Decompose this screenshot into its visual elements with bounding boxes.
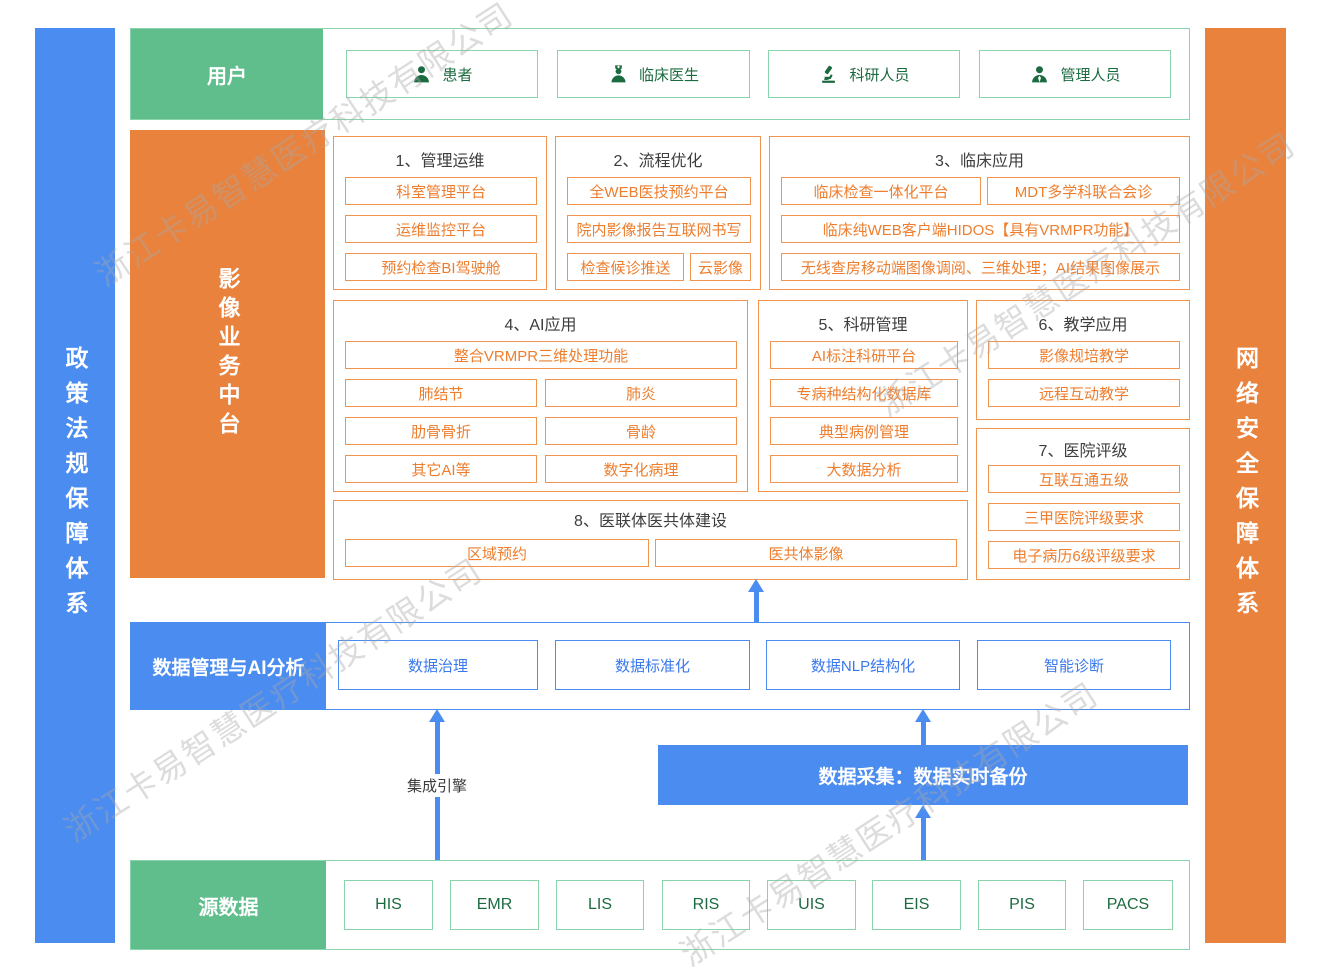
data-collection-bar: 数据采集：数据实时备份 [658, 745, 1188, 805]
policy-regulation-bar: 政策法规保障体系 [35, 28, 115, 943]
microscope-icon [818, 64, 839, 85]
platform-item: 云影像 [690, 253, 751, 281]
integration-engine-label: 集成引擎 [404, 774, 471, 797]
section-process-optimization: 2、流程优化 全WEB医技预约平台 院内影像报告互联网书写 检查候诊推送 云影像 [555, 136, 761, 290]
user-item-label: 管理人员 [1060, 66, 1121, 84]
source-data-section: 源数据 HIS EMR LIS RIS UIS EIS PIS PACS [130, 860, 1190, 950]
platform-item: 整合VRMPR三维处理功能 [345, 341, 737, 369]
platform-item: 运维监控平台 [345, 215, 537, 243]
network-security-label: 网络安全保障体系 [1232, 345, 1259, 626]
user-item-label: 临床医生 [638, 66, 699, 84]
data-management-section: 数据管理与AI分析 数据治理 数据标准化 数据NLP结构化 智能诊断 [130, 622, 1190, 710]
platform-item: 检查候诊推送 [567, 253, 684, 281]
user-item-clinician: 临床医生 [557, 50, 750, 98]
section-research-management: 5、科研管理 AI标注科研平台 专病种结构化数据库 典型病例管理 大数据分析 [758, 300, 968, 492]
platform-item: 临床检查一体化平台 [781, 177, 981, 205]
network-security-bar: 网络安全保障体系 [1205, 28, 1286, 943]
source-item-lis: LIS [556, 880, 644, 930]
platform-item: 其它AI等 [345, 455, 537, 483]
patient-icon [411, 64, 432, 85]
platform-item: 预约检查BI驾驶舱 [345, 253, 537, 281]
user-item-label: 科研人员 [849, 66, 910, 84]
platform-item: 无线查房移动端图像调阅、三维处理；AI结果图像展示 [781, 253, 1180, 281]
data-mgmt-item: 数据NLP结构化 [766, 640, 960, 690]
platform-item: 骨龄 [545, 417, 737, 445]
user-item-researcher: 科研人员 [768, 50, 960, 98]
platform-item: 互联互通五级 [988, 465, 1180, 493]
section-teaching-application: 6、教学应用 影像规培教学 远程互动教学 [976, 300, 1190, 420]
section-title: 6、教学应用 [1038, 317, 1128, 334]
source-item-pacs: PACS [1083, 880, 1173, 930]
platform-item: 专病种结构化数据库 [770, 379, 958, 407]
section-title: 5、科研管理 [818, 317, 908, 334]
platform-item: 临床纯WEB客户端HIDOS【具有VRMPR功能】 [781, 215, 1180, 243]
arrow-up-icon [915, 709, 931, 722]
source-item-pis: PIS [978, 880, 1066, 930]
users-label: 用户 [131, 29, 323, 119]
user-item-manager: 管理人员 [979, 50, 1171, 98]
platform-item: 科室管理平台 [345, 177, 537, 205]
platform-label-block: 影像业务中台 [130, 130, 325, 578]
source-item-uis: UIS [767, 880, 856, 930]
source-item-ris: RIS [662, 880, 750, 930]
section-title: 4、AI应用 [504, 317, 577, 334]
platform-item: 典型病例管理 [770, 417, 958, 445]
platform-item: 肋骨骨折 [345, 417, 537, 445]
data-mgmt-item: 智能诊断 [977, 640, 1171, 690]
doctor-icon [608, 64, 629, 85]
user-item-patient: 患者 [346, 50, 538, 98]
section-clinical-application: 3、临床应用 临床检查一体化平台 MDT多学科联合会诊 临床纯WEB客户端HID… [769, 136, 1190, 290]
user-item-label: 患者 [442, 66, 473, 84]
data-mgmt-item: 数据治理 [338, 640, 538, 690]
platform-item: 区域预约 [345, 539, 649, 567]
arrow-up-icon [748, 579, 764, 592]
arrow-up-icon [915, 805, 931, 818]
arrow-collection-to-datamgmt [915, 709, 931, 745]
platform-item: 数字化病理 [545, 455, 737, 483]
platform-item: 肺结节 [345, 379, 537, 407]
section-management-ops: 1、管理运维 科室管理平台 运维监控平台 预约检查BI驾驶舱 [333, 136, 547, 290]
platform-item: 大数据分析 [770, 455, 958, 483]
platform-label: 影像业务中台 [215, 267, 241, 441]
data-management-label: 数据管理与AI分析 [131, 623, 326, 709]
platform-item: 影像规培教学 [988, 341, 1180, 369]
platform-item: 全WEB医技预约平台 [567, 177, 751, 205]
platform-item: 医共体影像 [655, 539, 957, 567]
source-item-his: HIS [344, 880, 433, 930]
arrow-source-to-collection [915, 805, 931, 860]
section-title: 3、临床应用 [935, 153, 1024, 170]
source-data-label: 源数据 [131, 861, 326, 949]
source-item-emr: EMR [450, 880, 539, 930]
section-hospital-rating: 7、医院评级 互联互通五级 三甲医院评级要求 电子病历6级评级要求 [976, 428, 1190, 580]
source-item-eis: EIS [872, 880, 961, 930]
manager-icon [1029, 64, 1050, 85]
platform-item: 远程互动教学 [988, 379, 1180, 407]
data-mgmt-item: 数据标准化 [555, 640, 750, 690]
section-ai-application: 4、AI应用 整合VRMPR三维处理功能 肺结节 肺炎 肋骨骨折 骨龄 其它AI… [333, 300, 748, 492]
platform-item: 电子病历6级评级要求 [988, 541, 1180, 569]
policy-regulation-label: 政策法规保障体系 [62, 345, 88, 626]
platform-item: AI标注科研平台 [770, 341, 958, 369]
users-section: 用户 患者 临床医生 科研人员 管理人员 [130, 28, 1190, 120]
data-collection-label: 数据采集：数据实时备份 [818, 766, 1028, 788]
platform-item: 肺炎 [545, 379, 737, 407]
platform-item: 院内影像报告互联网书写 [567, 215, 751, 243]
arrow-datamgmt-to-platform [748, 579, 764, 622]
arrow-up-icon [429, 709, 445, 722]
section-title: 7、医院评级 [1038, 443, 1128, 460]
section-title: 1、管理运维 [395, 153, 485, 170]
section-title: 2、流程优化 [613, 153, 703, 170]
section-medical-alliance: 8、医联体医共体建设 区域预约 医共体影像 [333, 500, 968, 580]
platform-item: 三甲医院评级要求 [988, 503, 1180, 531]
platform-item: MDT多学科联合会诊 [987, 177, 1180, 205]
section-title: 8、医联体医共体建设 [574, 513, 727, 530]
